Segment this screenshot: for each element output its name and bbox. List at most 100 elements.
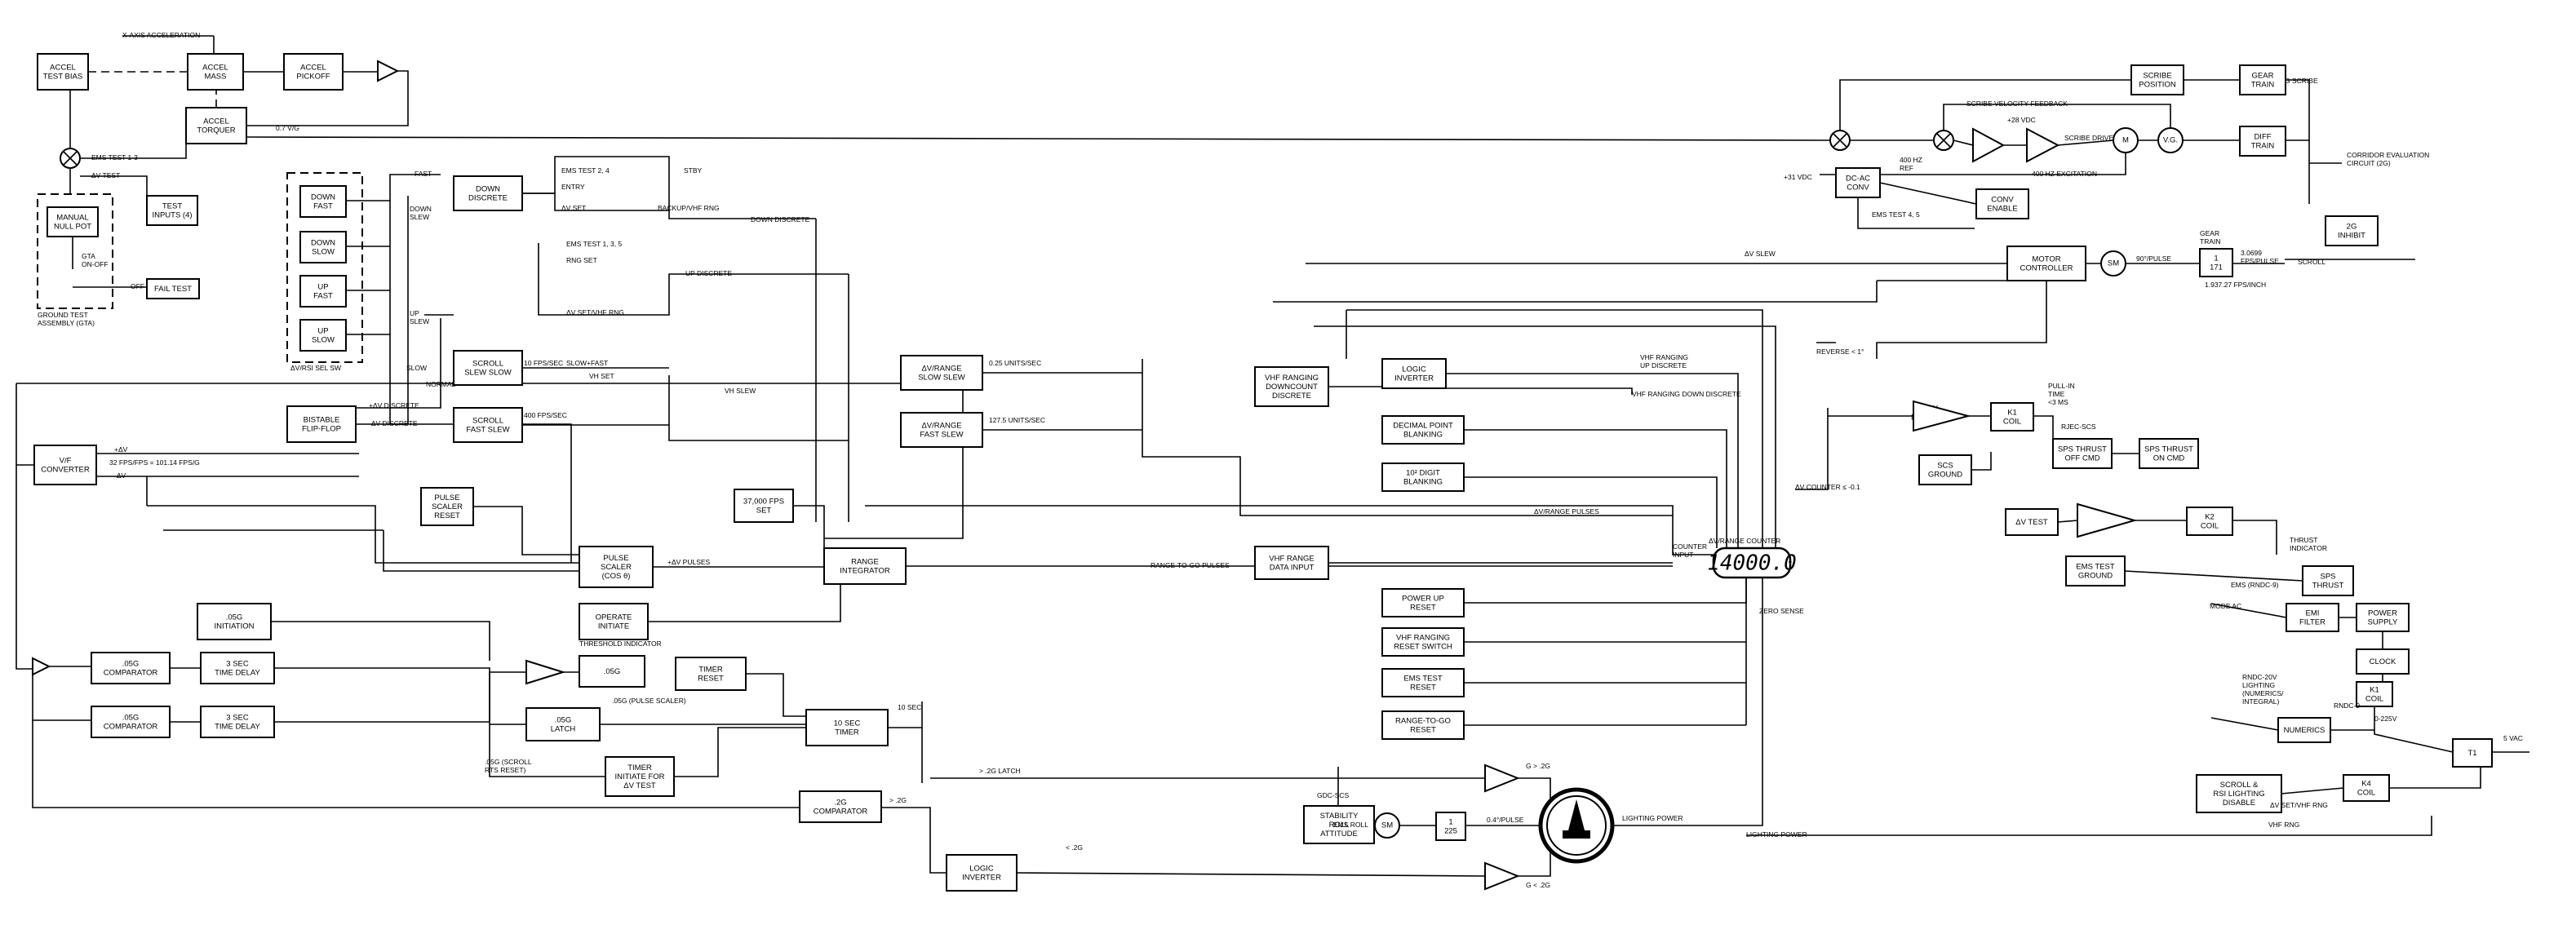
signal-line <box>16 383 33 670</box>
label-ems-roll: EMS ROLL <box>1333 821 1368 829</box>
label-ems-test-135: EMS TEST 1, 3, 5 <box>566 240 622 248</box>
label-minus-dv: -ΔV <box>114 471 126 480</box>
summing-junction-null <box>60 148 81 169</box>
svg-text:LIGHTING POWER: LIGHTING POWER <box>1622 814 1683 822</box>
svg-text:10 FPS/SEC: 10 FPS/SEC <box>524 359 563 367</box>
signal-line <box>1273 281 1878 303</box>
signal-line <box>80 175 148 196</box>
signal-line <box>2033 415 2054 454</box>
signal-line <box>1879 182 1977 205</box>
motor-sm-1: SM <box>2100 250 2126 277</box>
svg-text:EMS ROLL: EMS ROLL <box>1333 821 1368 829</box>
counter-value: 14000.0 <box>1707 551 1797 576</box>
signal-line <box>1857 197 1975 229</box>
label-rng-set: RNG SET <box>566 256 597 264</box>
label-v-225: 0-225V <box>2374 715 2397 723</box>
input-amplifier <box>32 657 51 676</box>
svg-text:400 FPS/SEC: 400 FPS/SEC <box>524 411 567 419</box>
svg-text:EMS TEST 4, 5: EMS TEST 4, 5 <box>1872 210 1920 219</box>
svg-text:RNG SET: RNG SET <box>566 256 597 264</box>
label-zero-sense: ZERO SENSE <box>1759 607 1804 615</box>
label-neg-dv-discrete: -ΔV DISCRETE <box>369 419 418 427</box>
svg-text:G > .2G: G > .2G <box>1526 762 1550 770</box>
label-g2-latch: > .2G LATCH <box>979 767 1021 775</box>
signal-line <box>865 505 1714 555</box>
svg-text:MODE AC: MODE AC <box>2210 602 2241 610</box>
svg-text:> .2G: > .2G <box>889 796 907 804</box>
signal-line <box>2210 717 2279 731</box>
pwramp-triangle <box>2026 127 2060 163</box>
svg-text:SM: SM <box>1381 821 1393 830</box>
signal-line <box>32 666 91 721</box>
block-fail-test: FAIL TEST <box>146 278 200 299</box>
svg-text:RANGE-TO-GO PULSES: RANGE-TO-GO PULSES <box>1151 561 1230 569</box>
label-g-lt-2g: G < .2G <box>1526 881 1550 889</box>
svg-text:+ΔV PULSES: +ΔV PULSES <box>667 558 711 566</box>
svg-text:G SCRIBE: G SCRIBE <box>2285 77 2318 85</box>
label-rsdc-scs: RJEC-SCS <box>2061 423 2096 431</box>
signal-line <box>1016 872 1486 877</box>
svg-text:SLOW+FAST: SLOW+FAST <box>566 359 608 367</box>
label-ems-test-13: EMS TEST 1-3 <box>91 153 138 162</box>
scribe-vg: V.G. <box>2157 127 2184 153</box>
signal-line <box>2232 520 2277 555</box>
svg-text:FAST: FAST <box>415 170 432 178</box>
svg-text:5 VAC: 5 VAC <box>2503 734 2523 742</box>
signal-line <box>246 136 1831 141</box>
label-fast: FAST <box>415 170 432 178</box>
svg-text:DOWN DISCRETE: DOWN DISCRETE <box>751 215 810 224</box>
svg-text:ZERO SENSE: ZERO SENSE <box>1759 607 1804 615</box>
label-g-scribe: G SCRIBE <box>2285 77 2318 85</box>
label-slow-fast: SLOW+FAST <box>566 359 608 367</box>
svg-text:SM: SM <box>2108 259 2119 268</box>
svg-text:EMS TEST 1, 3, 5: EMS TEST 1, 3, 5 <box>566 240 622 248</box>
label-fps-scale: 32 FPS/FPS = 101.14 FPS/G <box>109 458 200 467</box>
signal-line <box>648 584 841 622</box>
label-entry: ENTRY <box>561 183 585 191</box>
signal-line <box>674 727 806 777</box>
signal-line <box>1953 139 1974 146</box>
driver-triangle-2 <box>1484 763 1520 793</box>
svg-text:SCRIBE DRIVE: SCRIBE DRIVE <box>2064 134 2113 142</box>
svg-text:G < .2G: G < .2G <box>1526 881 1550 889</box>
